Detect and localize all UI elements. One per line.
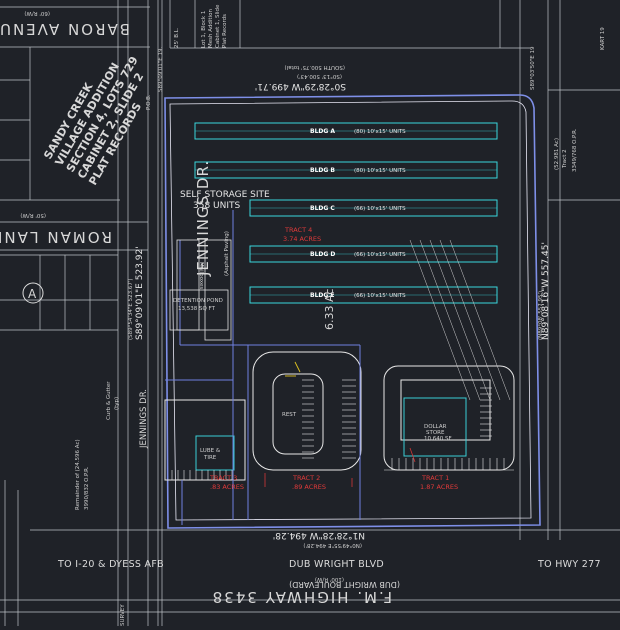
direction-right-label: TO HWY 277 bbox=[537, 559, 601, 570]
row-60-label: (60' R/W) bbox=[24, 10, 50, 16]
lot-marker-icon bbox=[22, 282, 44, 304]
building-a-label: BLDG A bbox=[310, 128, 335, 135]
lube-tire-label: LUBE & bbox=[200, 448, 221, 454]
remainder-label: Remainder of (24.596 Ac) bbox=[75, 439, 81, 510]
building-b-detail: (80) 10'x15' UNITS bbox=[354, 168, 406, 174]
tract4-label: TRACT 4 bbox=[284, 226, 312, 234]
detention-label: DETENTION POND bbox=[173, 298, 223, 304]
kart-label: KART 19 bbox=[600, 27, 606, 50]
lube-tire-label-2: TIRE bbox=[203, 455, 217, 461]
lot-sub-label: Mesh Addition bbox=[208, 9, 214, 48]
building-c-label: BLDG C bbox=[310, 205, 335, 212]
fm-highway-label: F.M. HIGHWAY 3438 bbox=[211, 588, 392, 606]
dollar-store-label: DOLLAR bbox=[424, 424, 447, 430]
self-storage-label: SELF STORAGE SITE bbox=[180, 190, 270, 200]
east-tract2-label: Tract 2 bbox=[562, 149, 568, 169]
lot-cab-label: Cabinet 1, Slide bbox=[215, 4, 221, 48]
lot-block-label: Lot 1, Block 1 bbox=[201, 11, 207, 48]
direction-center-label: DUB WRIGHT BLVD bbox=[289, 559, 384, 570]
row-50-label: (50' R/W) bbox=[20, 212, 46, 218]
easement-hatch bbox=[409, 239, 511, 401]
tract2-acres: .89 ACRES bbox=[292, 483, 326, 491]
building-d-detail: (66) 10'x15' UNITS bbox=[354, 252, 406, 258]
acres-total-label: 6.33 Ac bbox=[323, 289, 336, 330]
tract1-label: TRACT 1 bbox=[421, 474, 449, 482]
building-c-detail: (66) 10'x15' UNITS bbox=[354, 206, 406, 212]
tract3-label: TRACT 3 bbox=[209, 474, 237, 482]
jennings-corridor-label: JENNINGS DR. bbox=[139, 389, 149, 449]
jennings-site-label: JENNINGS DR. bbox=[194, 160, 212, 277]
lube-tire-building bbox=[195, 435, 235, 471]
site-boundary bbox=[164, 94, 541, 529]
east-tract2-ac: (52.981 Ac) bbox=[554, 138, 560, 170]
jennings-asphalt-label: (Asphalt Paving) bbox=[224, 231, 230, 276]
building-b-label: BLDG B bbox=[310, 167, 335, 174]
remainder-ref: 3990/832 O.P.R. bbox=[84, 466, 90, 510]
bearing-left-main: S89°09'01"E 523.92' bbox=[135, 246, 145, 340]
building-a-detail: (80) 10'x15' UNITS bbox=[354, 129, 406, 135]
rest-building bbox=[272, 373, 324, 455]
tract1-acres: 1.87 ACRES bbox=[420, 483, 458, 491]
bearing-left-a: (S89°54'34"E 523.67') bbox=[128, 278, 134, 340]
building-e-detail: (66) 10'x15' UNITS bbox=[354, 293, 406, 299]
survey-label: SURVEY bbox=[120, 604, 126, 626]
mailboxes-label: Mailboxes bbox=[198, 262, 204, 289]
bearing-top: S0°28'29"W 499.71' bbox=[255, 81, 346, 91]
bearing-bottom-a: (N0°49'55"E 494.28') bbox=[303, 542, 362, 548]
bearing-top-b: (SOUTH 500.75' total) bbox=[285, 64, 345, 70]
fm-row-label: (100' R/W) bbox=[315, 576, 344, 582]
bearing-right: N89°08'16"W 557.45' bbox=[541, 242, 551, 340]
curb-label: Curb & Gutter bbox=[106, 381, 112, 420]
lot-marker-letter: A bbox=[28, 287, 37, 301]
pob-label: P.O.B. bbox=[146, 94, 152, 110]
roman-lane-label: ROMAN LANE bbox=[0, 228, 112, 246]
tract3-acres: .83 ACRES bbox=[210, 483, 244, 491]
dollar-store-building bbox=[403, 397, 467, 457]
bearing-top-right: S89°03'50"E 19 bbox=[530, 46, 536, 90]
lot-plat-label: Plat Records bbox=[222, 14, 228, 48]
bearing-top-left: S89°09'01"E 19. bbox=[158, 46, 164, 92]
east-tract2-ref: 3349/768 O.P.R. bbox=[572, 128, 578, 172]
curb-typ: (typ) bbox=[114, 397, 120, 410]
setback-label: 25' B.L. bbox=[174, 27, 180, 48]
building-e-label: BLDG E bbox=[310, 292, 335, 299]
fm-highway-sub-label: (DUB WRIGHT BOULEVARD) bbox=[289, 580, 400, 589]
direction-left-label: TO I-20 & DYESS AFB bbox=[57, 559, 164, 570]
tract2-label: TRACT 2 bbox=[292, 474, 320, 482]
bearing-bottom: N1°28'28"W 494.28' bbox=[273, 530, 365, 540]
building-d-label: BLDG D bbox=[310, 251, 335, 258]
detention-area: 13,538 SQ FT bbox=[178, 306, 216, 312]
baron-avenue-label: BARON AVENUE bbox=[0, 20, 130, 38]
storage-buildings bbox=[194, 122, 498, 304]
bearing-right-a: (N89°08' 557.95') bbox=[538, 291, 544, 340]
self-storage-units: 358 UNITS bbox=[193, 201, 241, 211]
retail-area bbox=[164, 351, 515, 481]
tract4-acres: 3.74 ACRES bbox=[283, 235, 321, 243]
dollar-store-area: 10,640 SF bbox=[424, 436, 452, 442]
bearing-top-a: (S0°13' 500.43') bbox=[297, 73, 342, 79]
dollar-store-label-2: STORE bbox=[426, 430, 445, 436]
rest-label: REST bbox=[282, 412, 297, 418]
